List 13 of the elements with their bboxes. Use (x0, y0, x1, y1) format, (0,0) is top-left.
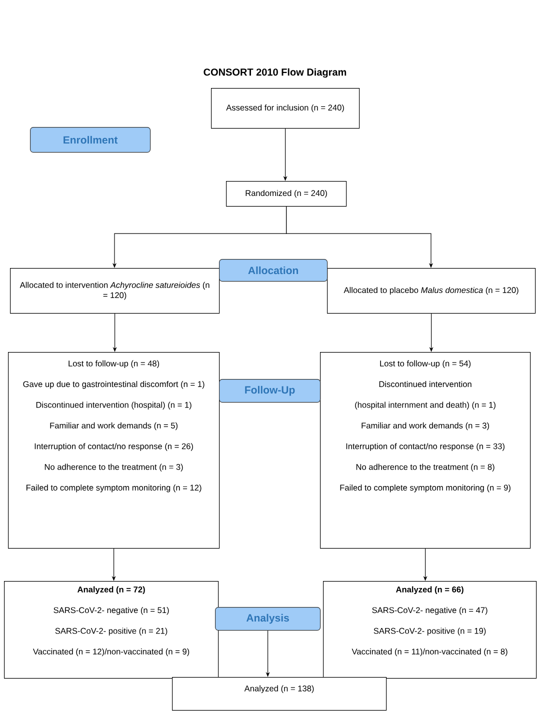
process-box: Analyzed (n = 72) SARS-CoV-2- negative (n = 51) SARS-CoV-2- positive (n = 21) Vaccinated (n = 12)/non-vaccinated (n = 9) (4, 581, 219, 679)
process-box: Analyzed (n = 138) (172, 677, 387, 711)
stage-label: Allocation (219, 259, 328, 282)
stage-label: Analysis (215, 607, 321, 631)
stage-label: Follow-Up (219, 379, 321, 403)
process-box: Allocated to placebo Malus domestica (n = 120) (327, 268, 536, 314)
process-box: Lost to follow-up (n = 54) Discontinued intervention (hospital internment and death) (n = 1) Familiar and work demands (n = 3) Interruption of contact/no response (n = 33) No adherence to the treatment (n = 8) Failed to complete symptom monitoring (n = 9) (320, 352, 531, 549)
title: CONSORT 2010 Flow Diagram (204, 68, 346, 78)
stage-label: Enrollment (30, 127, 151, 153)
process-box: Assessed for inclusion (n = 240) (211, 88, 360, 129)
process-box: Randomized (n = 240) (226, 181, 347, 207)
process-box: Allocated to intervention Achyrocline satureioides (n = 120) (10, 268, 220, 314)
process-box: Lost to follow-up (n = 48) Gave up due to gastrointestinal discomfort (n = 1) Discontinued intervention (hospital) (n = 1) Familiar and work demands (n = 5) Interruption of contact/no response (n = 26) No adherence to the treatment (n = 3) Failed to complete symptom monitoring (n = 12) (8, 352, 220, 549)
